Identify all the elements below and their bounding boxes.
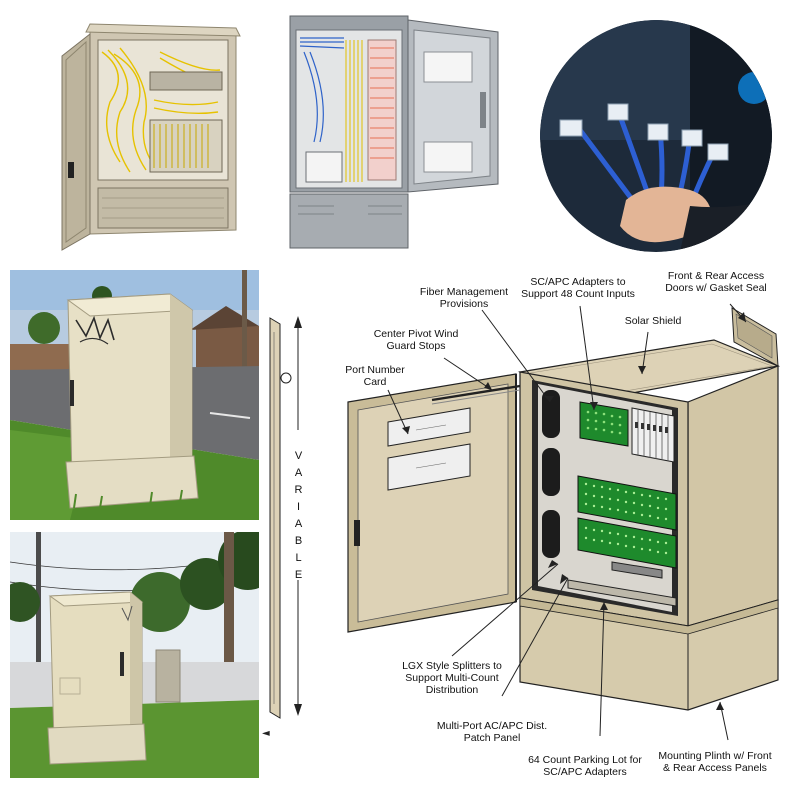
label-sc-apc-adapters: SC/APC Adapters to Support 48 Count Inpu…	[521, 276, 635, 300]
label-fiber-management: Fiber Management Provisions	[419, 286, 509, 310]
label-port-number-card: Port Number Card	[345, 364, 405, 388]
photo-roadside-cabinet	[10, 532, 259, 778]
variable-letter: I	[296, 501, 302, 513]
label-front-rear-doors: Front & Rear Access Doors w/ Gasket Seal	[665, 270, 767, 294]
photo-cabinet-yellow-fiber	[50, 12, 250, 252]
label-solar-shield: Solar Shield	[624, 315, 682, 327]
photo-hand-network-cables	[540, 20, 772, 252]
cabinet-diagram	[332, 262, 790, 790]
variable-letter: A	[294, 518, 304, 530]
bottom-arrow-icon: ◄	[262, 728, 270, 739]
label-lgx-splitters: LGX Style Splitters to Support Multi-Cou…	[402, 660, 502, 696]
variable-letter: E	[294, 569, 304, 581]
label-mounting-plinth: Mounting Plinth w/ Front & Rear Access P…	[658, 750, 772, 774]
variable-height-diagram: ◄	[262, 312, 332, 742]
variable-letter: R	[294, 484, 304, 496]
label-parking-lot: 64 Count Parking Lot for SC/APC Adapters	[528, 754, 642, 778]
label-center-pivot: Center Pivot Wind Guard Stops	[373, 328, 459, 352]
variable-letter: V	[294, 450, 304, 462]
label-multi-port-panel: Multi-Port AC/APC Dist. Patch Panel	[436, 720, 548, 744]
variable-dimension-label: V A R I A B L E	[292, 448, 306, 584]
photo-street-cabinet-graffiti	[10, 270, 259, 520]
variable-letter: L	[295, 552, 303, 564]
variable-letter: A	[294, 467, 304, 479]
photo-grey-cabinet-patch-panels	[284, 12, 504, 252]
variable-letter: B	[294, 535, 304, 547]
